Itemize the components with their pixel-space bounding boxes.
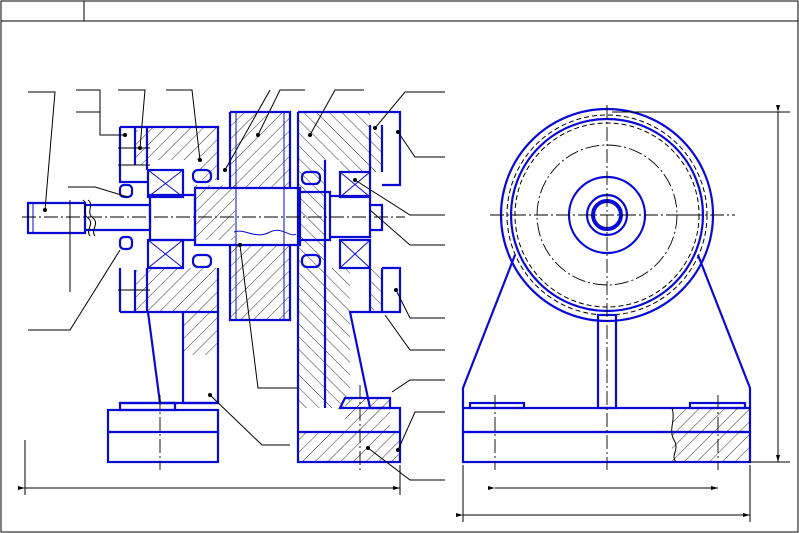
stand [461,254,752,464]
shaft-break-line-2 [87,199,97,237]
front-view [456,105,790,522]
sectional-side-view [18,89,445,495]
front-dimension-lines [456,105,790,522]
dimension-lines [18,200,401,495]
shaft-break-line [82,199,92,237]
section-hatching [135,112,400,462]
center-lines [22,216,405,470]
leader-lines [28,89,445,481]
